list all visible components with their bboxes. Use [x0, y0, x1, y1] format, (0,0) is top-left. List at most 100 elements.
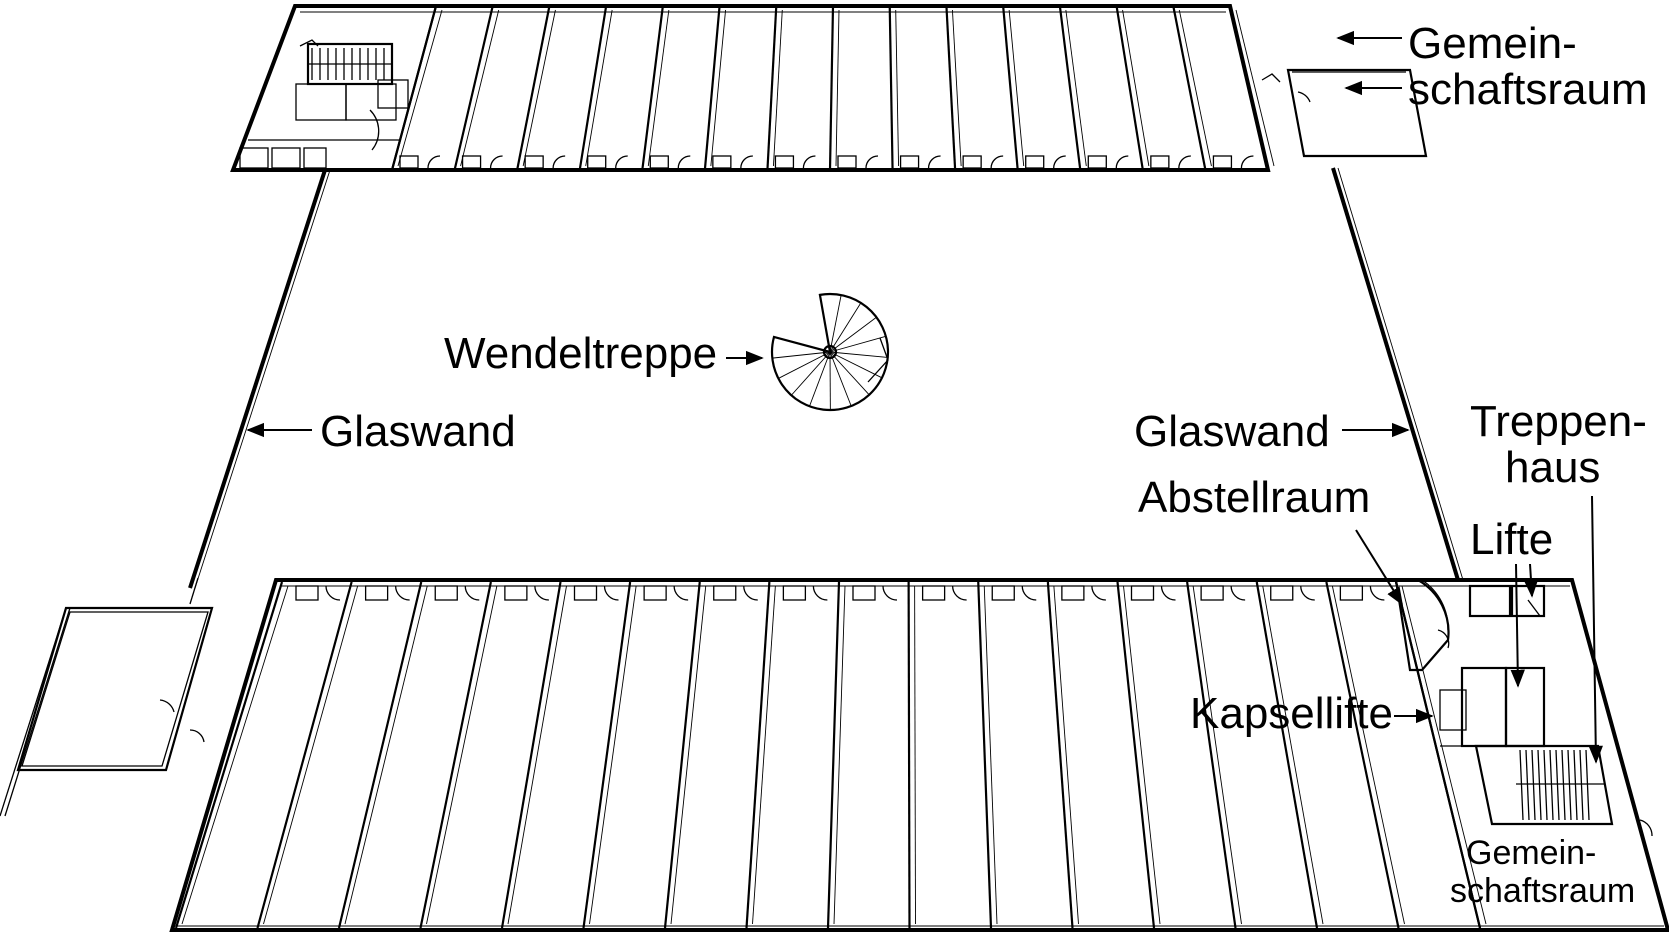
top-unit-closet: [899, 155, 920, 169]
bottom-unit-divider: [582, 581, 632, 929]
top-unit-closet: [461, 155, 482, 169]
bottom-unit-door-swing: [394, 585, 410, 601]
top-unit-door-swing: [615, 155, 628, 169]
bottom-unit-closet: [504, 585, 528, 601]
top-unit-divider-inner: [772, 9, 783, 167]
leader-lifte-1: [1510, 563, 1525, 688]
spiral-staircase: [770, 292, 890, 412]
spiral-step: [791, 351, 831, 396]
bottom-unit-divider-inner: [589, 585, 637, 925]
bottom-unit-divider-inner: [1123, 585, 1161, 925]
stairwell-tread: [1531, 749, 1536, 821]
top-unit-divider-inner: [1122, 9, 1150, 167]
top-unit-closet: [774, 155, 795, 169]
bottom-unit-closet: [1339, 585, 1364, 601]
bottom-unit-door-swing: [812, 585, 828, 601]
top-unit-door-swing: [1240, 155, 1254, 169]
bottom-unit-door-swing: [1369, 585, 1385, 601]
top-unit-closet: [712, 155, 732, 169]
top-left-service-core: [231, 4, 438, 172]
spiral-step: [772, 351, 831, 359]
spiral-step: [829, 351, 888, 358]
top-unit-divider-inner: [710, 9, 727, 167]
top-unit-divider: [828, 5, 835, 171]
bottom-unit-divider-inner: [752, 585, 776, 925]
top-unit-door-swing: [677, 155, 691, 169]
capsule-lift-2: [1504, 666, 1546, 748]
top-unit-door-swing: [865, 155, 879, 169]
label-kapsellifte: Kapsellifte: [1190, 689, 1393, 738]
bottom-unit-divider-inner: [914, 585, 916, 925]
bottom-left-room: [16, 606, 214, 772]
leader-abstellraum: [1355, 529, 1403, 606]
top-unit-door-swing: [927, 155, 941, 169]
spiral-step: [809, 351, 831, 407]
top-unit-door-swing: [990, 155, 1004, 169]
bottom-unit-divider: [500, 581, 562, 929]
top-unit-door-swing: [1053, 155, 1066, 169]
top-wing: [230, 3, 1428, 172]
top-unit-divider: [641, 5, 664, 171]
bottom-unit-door-swing: [325, 585, 341, 601]
bottom-unit-divider-inner: [263, 585, 359, 925]
top-unit-divider-inner: [835, 9, 840, 167]
bottom-unit-divider: [174, 581, 284, 929]
top-unit-divider-inner: [1235, 9, 1275, 167]
bottom-unit-divider: [663, 581, 701, 929]
stairwell-tread: [1549, 749, 1554, 821]
bottom-unit-closet: [782, 585, 807, 601]
top-unit-divider: [1172, 5, 1207, 171]
label-treppenhaus-1: Treppen-: [1470, 397, 1647, 446]
spiral-step: [829, 294, 842, 353]
label-lifte: Lifte: [1470, 515, 1553, 564]
top-unit-divider-inner: [460, 9, 500, 167]
top-unit-divider-inner: [647, 9, 670, 167]
bottom-unit-divider-inner: [1331, 585, 1405, 925]
bottom-unit-divider-inner: [1192, 585, 1242, 925]
bottom-unit-door-swing: [1160, 585, 1176, 601]
bottom-wing-units: [174, 581, 1487, 929]
spiral-step: [829, 351, 883, 379]
bottom-unit-door-swing: [464, 585, 480, 601]
bottom-unit-closet: [713, 585, 737, 601]
top-right-common-room: [1286, 68, 1428, 158]
bottom-unit-divider: [907, 581, 911, 929]
atrium: [188, 167, 1464, 589]
top-unit-door-swing: [740, 155, 753, 169]
stairwell-tread: [1585, 749, 1590, 821]
leader-treppenhaus: [1588, 495, 1603, 764]
stairwell-tread: [1525, 749, 1530, 821]
bottom-unit-divider: [745, 581, 771, 929]
top-unit-divider-inner: [1065, 9, 1087, 167]
top-unit-closet: [649, 155, 669, 169]
bottom-unit-closet: [1061, 585, 1085, 601]
top-unit-divider: [1002, 5, 1019, 171]
bottom-unit-divider: [256, 581, 353, 929]
bottom-unit-closet: [1130, 585, 1155, 601]
core-wall: [1394, 581, 1482, 929]
bottom-unit-divider-inner: [344, 585, 428, 925]
top-unit-door-swing: [802, 155, 816, 169]
bottom-unit-door-swing: [534, 585, 549, 601]
capsule-lift-1: [1460, 666, 1508, 748]
bottom-unit-closet: [434, 585, 458, 601]
top-unit-divider: [516, 5, 551, 171]
top-unit-divider: [578, 5, 608, 171]
bottom-unit-closet: [921, 585, 946, 601]
bottom-unit-door-swing: [673, 585, 689, 601]
spiral-core: [822, 344, 838, 360]
top-unit-closet: [962, 155, 982, 169]
labels: Gemein- schaftsraum Wendeltreppe Glaswan…: [246, 19, 1648, 910]
stairwell-treads: [1516, 749, 1604, 821]
bottom-unit-door-swing: [743, 585, 758, 601]
top-unit-divider-inner: [397, 9, 443, 167]
top-unit-door-swing: [1115, 155, 1129, 169]
top-unit-closet: [587, 155, 607, 169]
bottom-unit-divider: [826, 581, 841, 929]
bottom-unit-divider-inner: [181, 585, 289, 925]
top-unit-divider-inner: [951, 9, 962, 167]
bottom-unit-divider: [1046, 581, 1074, 929]
bottom-unit-divider-inner: [1262, 585, 1324, 925]
leader-lifte-2: [1523, 563, 1539, 598]
